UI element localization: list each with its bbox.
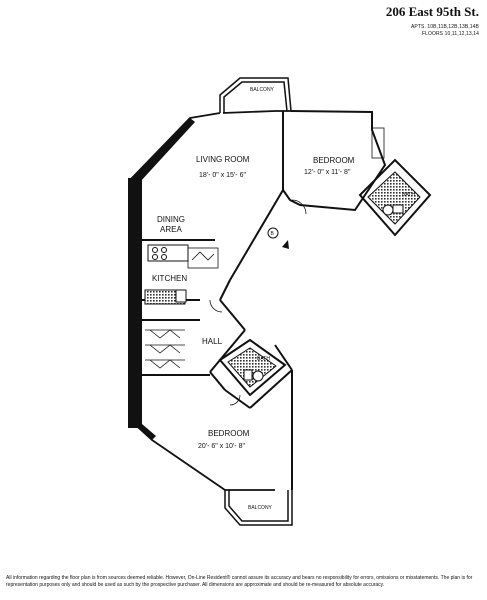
left-exterior-wall xyxy=(128,178,142,428)
floors-line: FLOORS 10,11,12,13,14 xyxy=(421,31,479,37)
lower-left-angled-wall xyxy=(130,420,156,440)
bottom-balcony xyxy=(224,490,293,526)
balcony-top-label: BALCONY xyxy=(250,87,275,93)
bath-mid-label: BATH xyxy=(257,356,270,362)
bedroom-bottom-dimensions: 20'- 6" x 10'- 8" xyxy=(198,443,245,450)
entry-marker-label: B xyxy=(271,231,275,237)
bath-top-label: BATH xyxy=(402,192,415,198)
balcony-bottom-label: BALCONY xyxy=(248,505,273,511)
closets xyxy=(145,127,385,369)
top-bath xyxy=(358,158,432,237)
living-room-label: LIVING ROOM xyxy=(196,155,250,164)
bedroom-top-dimensions: 12'- 0" x 11'- 8" xyxy=(304,169,351,176)
entry-marker-circle xyxy=(267,227,279,239)
bedroom-bottom-label: BEDROOM xyxy=(208,429,250,438)
upper-left-angled-wall xyxy=(130,118,195,182)
dining-label-line2: AREA xyxy=(160,225,182,234)
top-balcony xyxy=(219,77,292,113)
disclaimer-text: All information regarding the floor plan… xyxy=(6,575,473,588)
kitchen-label: KITCHEN xyxy=(152,274,187,283)
interior-walls xyxy=(142,110,387,490)
living-room-dimensions: 18'- 0" x 15'- 6" xyxy=(199,172,246,179)
bedroom-top-label: BEDROOM xyxy=(313,156,355,165)
dining-label-line1: DINING xyxy=(157,215,185,224)
middle-bath xyxy=(218,338,287,397)
hall-label: HALL xyxy=(202,337,223,346)
building-address-title: 206 East 95th St. xyxy=(385,4,479,19)
entry-arrow xyxy=(282,240,289,249)
kitchen-counters xyxy=(144,244,189,305)
apartments-line: APTS. 10B,11B,12B,13B,14B xyxy=(410,24,479,30)
door-swings xyxy=(209,199,307,406)
